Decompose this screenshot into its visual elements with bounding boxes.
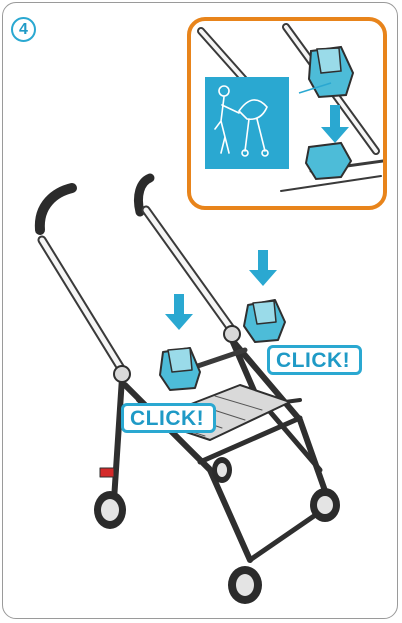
click-label-upper: CLICK! [267, 345, 362, 375]
left-rear-leg [114, 378, 122, 500]
click-text-upper: CLICK! [276, 350, 350, 371]
inset-receiver [306, 143, 351, 179]
inset-illustration [191, 21, 383, 206]
left-handle-grip [40, 188, 72, 230]
brake-pedal [100, 468, 114, 477]
click-text-lower: CLICK! [130, 408, 204, 429]
detail-inset [187, 17, 387, 210]
click-label-lower: CLICK! [121, 403, 216, 433]
wheel-icon [94, 457, 340, 604]
hinge-joint [114, 366, 130, 382]
